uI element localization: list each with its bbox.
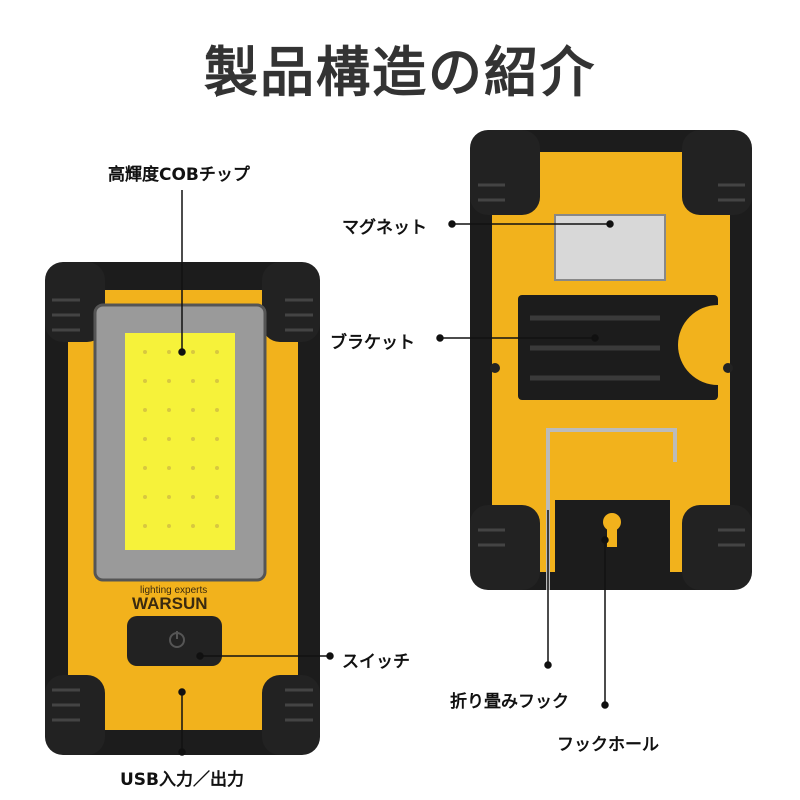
led-dot: [143, 466, 147, 470]
page-title: 製品構造の紹介: [204, 41, 596, 104]
callout-lines: [178, 190, 614, 756]
label-cob-chip: 高輝度COBチップ: [108, 165, 250, 185]
label-usb-io: USB入力／出力: [120, 770, 245, 790]
led-dot: [191, 437, 195, 441]
led-dot: [143, 408, 147, 412]
led-dot: [215, 379, 219, 383]
led-dot: [167, 408, 171, 412]
led-dot: [143, 379, 147, 383]
led-dot: [215, 524, 219, 528]
led-dot: [215, 495, 219, 499]
label-folding-hook: 折り畳みフック: [450, 692, 569, 712]
label-bracket: ブラケット: [330, 333, 415, 353]
back-view-light: [470, 130, 752, 590]
label-hook-hole: フックホール: [557, 735, 659, 755]
led-dot: [143, 495, 147, 499]
led-dot: [191, 379, 195, 383]
led-dot: [215, 408, 219, 412]
label-magnet: マグネット: [342, 218, 427, 238]
cob-panel: [125, 333, 235, 550]
led-dot: [191, 408, 195, 412]
led-dot: [167, 350, 171, 354]
led-dot: [167, 437, 171, 441]
led-dot: [215, 350, 219, 354]
led-dot: [191, 466, 195, 470]
led-dot: [191, 350, 195, 354]
front-view-light: lighting experts WARSUN: [45, 262, 320, 755]
led-dot: [215, 466, 219, 470]
led-dot: [167, 495, 171, 499]
led-dot: [143, 437, 147, 441]
led-dot: [191, 524, 195, 528]
label-switch: スイッチ: [342, 652, 410, 672]
logo-brand: WARSUN: [132, 594, 208, 613]
led-dot: [215, 437, 219, 441]
power-switch[interactable]: [127, 616, 222, 666]
led-dot: [143, 350, 147, 354]
led-dot: [191, 495, 195, 499]
led-dot: [143, 524, 147, 528]
led-dot: [167, 379, 171, 383]
led-dot: [167, 466, 171, 470]
led-dot: [167, 524, 171, 528]
logo-tagline: lighting experts: [140, 585, 207, 596]
